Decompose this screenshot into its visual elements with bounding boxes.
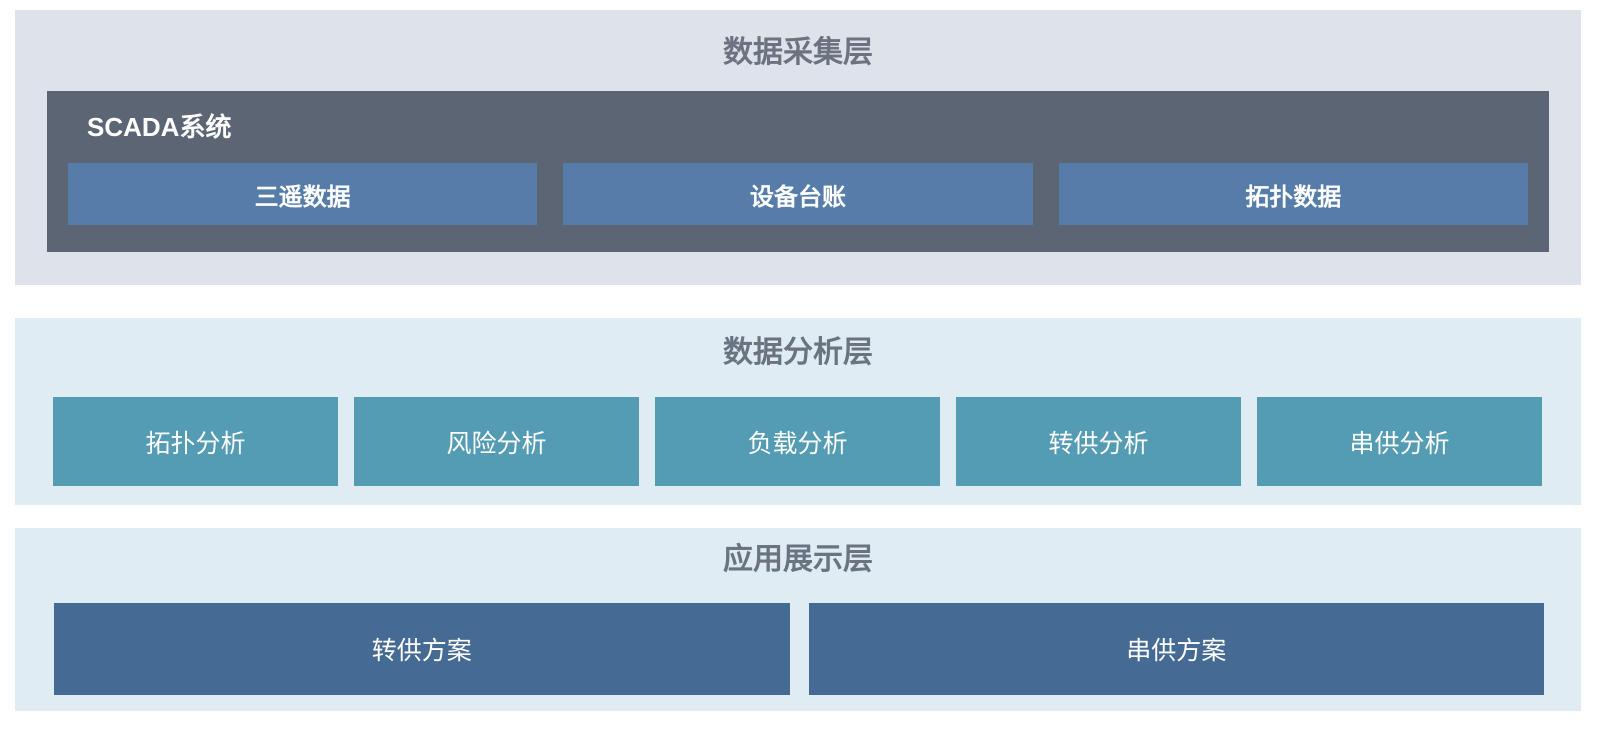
scada-system-container: SCADA系统 三遥数据 设备台账 拓扑数据 bbox=[47, 91, 1549, 252]
architecture-diagram: 数据采集层 SCADA系统 三遥数据 设备台账 拓扑数据 数据分析层 拓扑分析 … bbox=[0, 10, 1597, 738]
application-row: 转供方案 串供方案 bbox=[15, 603, 1581, 695]
layer-data-collection: 数据采集层 SCADA系统 三遥数据 设备台账 拓扑数据 bbox=[15, 10, 1581, 285]
analysis-box-load: 负载分析 bbox=[655, 397, 940, 486]
data-box-telemetry: 三遥数据 bbox=[68, 163, 538, 225]
scada-system-label: SCADA系统 bbox=[87, 112, 232, 142]
layer-title-data-collection: 数据采集层 bbox=[723, 36, 873, 69]
layer-application-display: 应用展示层 转供方案 串供方案 bbox=[15, 528, 1581, 711]
app-box-series-supply-plan: 串供方案 bbox=[808, 603, 1544, 695]
analysis-box-topology: 拓扑分析 bbox=[53, 397, 338, 486]
analysis-box-series-supply: 串供分析 bbox=[1257, 397, 1542, 486]
analysis-box-risk: 风险分析 bbox=[354, 397, 639, 486]
analysis-box-transfer-supply: 转供分析 bbox=[956, 397, 1241, 486]
data-box-topology-data: 拓扑数据 bbox=[1058, 163, 1528, 225]
layer-data-analysis: 数据分析层 拓扑分析 风险分析 负载分析 转供分析 串供分析 bbox=[15, 318, 1581, 505]
scada-data-row: 三遥数据 设备台账 拓扑数据 bbox=[68, 163, 1528, 225]
data-box-equipment-ledger: 设备台账 bbox=[563, 163, 1033, 225]
app-box-transfer-supply-plan: 转供方案 bbox=[54, 603, 790, 695]
analysis-row: 拓扑分析 风险分析 负载分析 转供分析 串供分析 bbox=[15, 397, 1581, 486]
layer-title-application-display: 应用展示层 bbox=[723, 543, 873, 576]
layer-title-data-analysis: 数据分析层 bbox=[723, 336, 873, 369]
